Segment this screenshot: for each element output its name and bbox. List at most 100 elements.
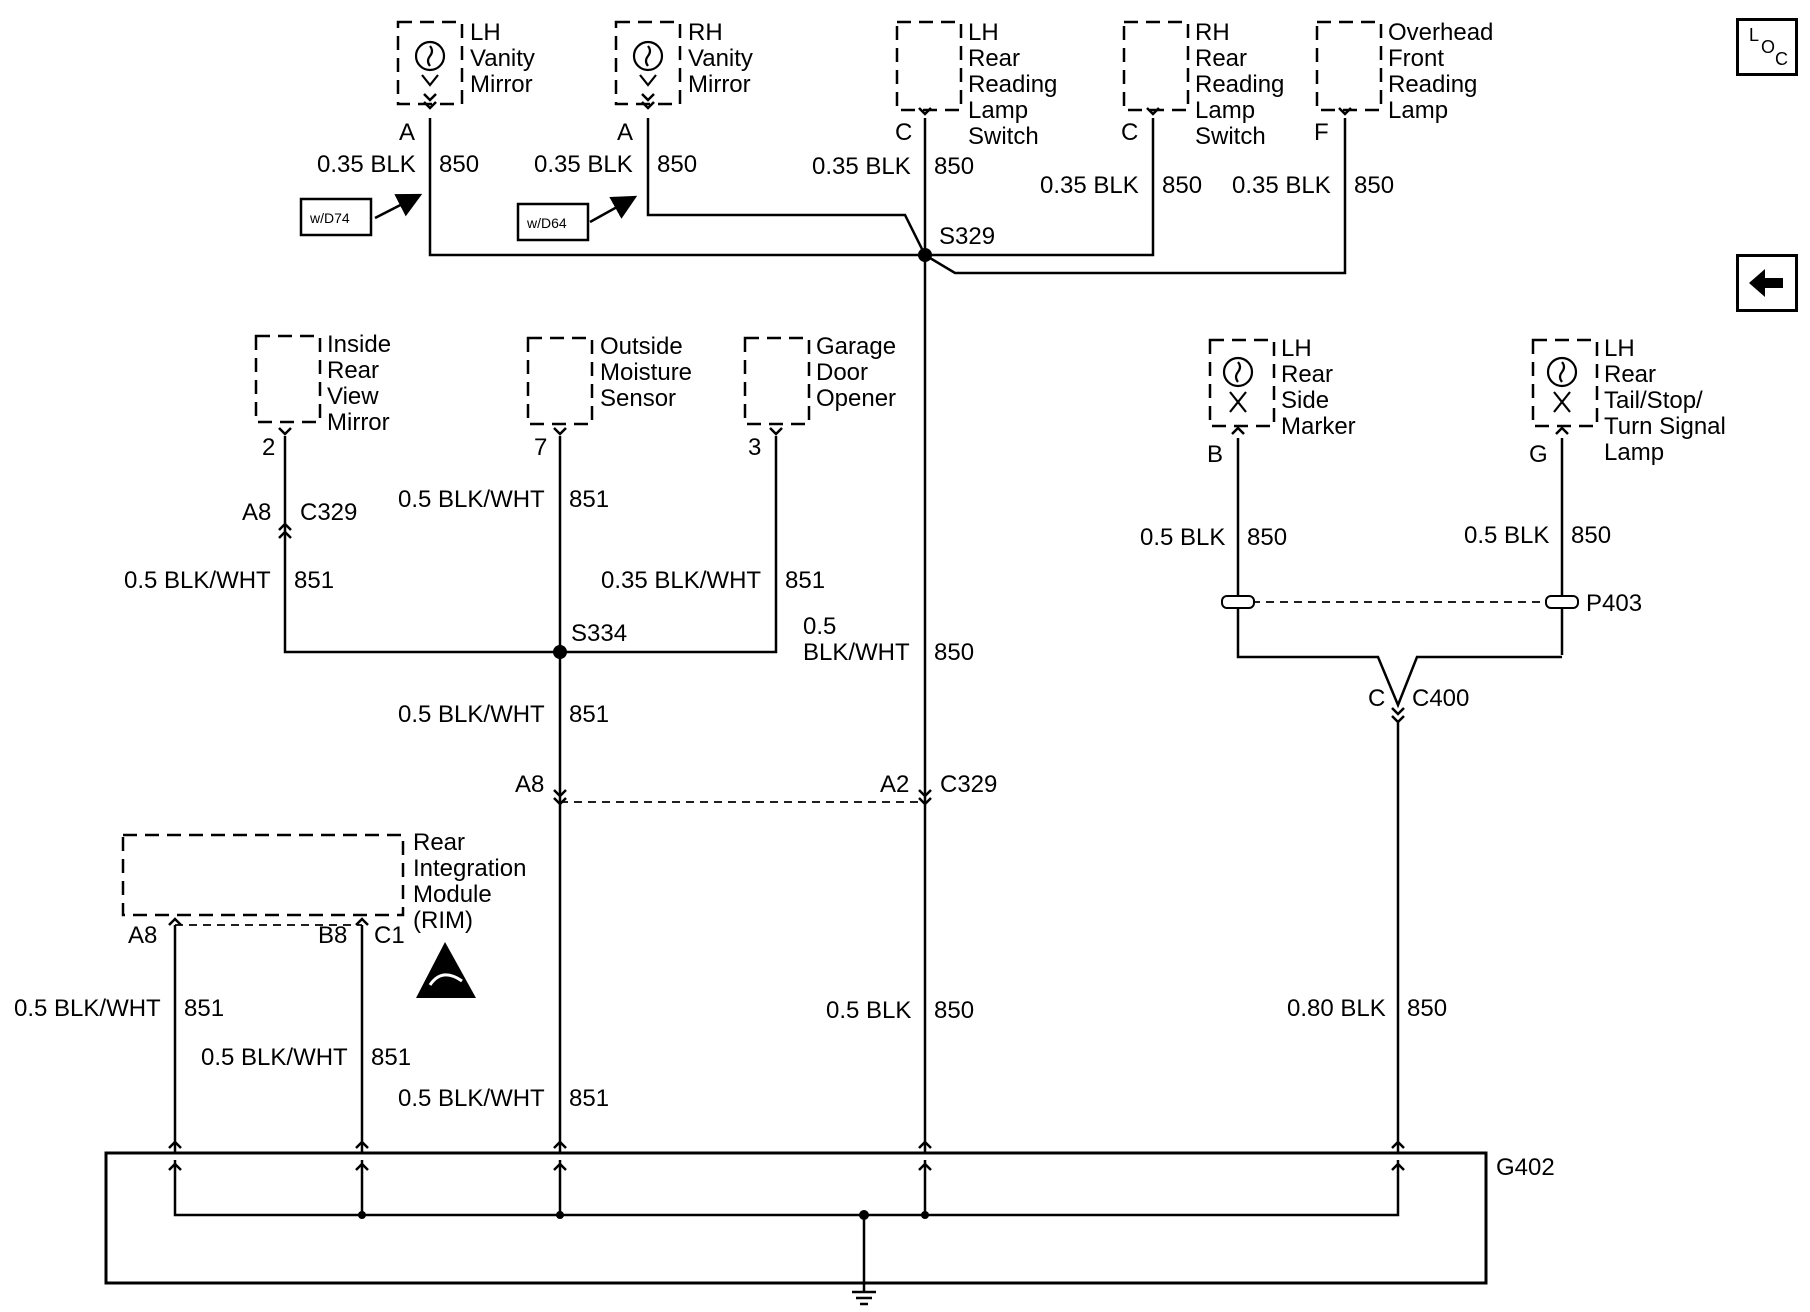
inside-mirror-l1: Inside xyxy=(327,331,391,358)
pin-c329-a8: A8 xyxy=(515,771,544,798)
garage-l3: Opener xyxy=(816,385,896,412)
esd-warning-icon xyxy=(416,942,476,998)
splice-s329 xyxy=(918,248,932,262)
connector-c329-top: C329 xyxy=(300,499,357,526)
wire-gauge-w17: 0.80 BLK xyxy=(1287,995,1386,1022)
wire-gauge-w9: 0.5 BLK/WHT xyxy=(398,701,545,728)
g402-box xyxy=(104,1151,1488,1285)
wire-gauge-w12: 0.5 BLK xyxy=(1464,522,1549,549)
wire-gauge-w1: 0.35 BLK xyxy=(317,151,416,178)
tail-lamp-l4: Turn Signal xyxy=(1604,413,1726,440)
wire-gauge-w15: 0.5 BLK/WHT xyxy=(398,1085,545,1112)
p403-connector-left xyxy=(1221,595,1255,609)
inside-mirror-l3: View xyxy=(327,383,379,410)
pin-mirror: 2 xyxy=(262,434,275,461)
pin-lh-vanity: A xyxy=(399,119,415,146)
pin-garage: 3 xyxy=(748,434,761,461)
tail-lamp-l5: Lamp xyxy=(1604,439,1664,466)
wire-circuit-w4: 850 xyxy=(1162,172,1202,199)
lh-rear-reading-lamp-switch-box xyxy=(895,20,963,112)
pin-tail-lamp: G xyxy=(1529,441,1548,468)
wire-rh-vanity xyxy=(646,118,927,256)
wire-circuit-w9: 851 xyxy=(569,701,609,728)
rim-box xyxy=(121,833,405,917)
wire-circuit-w12: 850 xyxy=(1571,522,1611,549)
pin-lh-reading: C xyxy=(895,119,912,146)
loc-letter-c: C xyxy=(1775,49,1788,69)
wire-overhead xyxy=(924,118,1347,275)
inside-rear-view-mirror-box xyxy=(254,334,322,424)
rim-l1: Rear xyxy=(413,829,465,856)
back-button[interactable] xyxy=(1736,254,1798,312)
side-marker-l1: LH xyxy=(1281,335,1312,362)
wire-circuit-w7: 851 xyxy=(569,486,609,513)
wire-mirror-851 xyxy=(283,436,560,654)
rh-rear-reading-lamp-switch-box xyxy=(1122,20,1190,112)
overhead-front-reading-lamp-box xyxy=(1315,20,1383,112)
wire-gauge-w10-l2: BLK/WHT xyxy=(803,639,910,666)
wire-circuit-w13: 851 xyxy=(184,995,224,1022)
splice-s334 xyxy=(553,645,567,659)
rim-l3: Module xyxy=(413,881,492,908)
wire-gauge-w3: 0.35 BLK xyxy=(812,153,911,180)
loc-letter-l: L xyxy=(1749,25,1760,45)
wire-circuit-w10: 850 xyxy=(934,639,974,666)
wire-circuit-w17: 850 xyxy=(1407,995,1447,1022)
wire-c400-merge xyxy=(1236,655,1562,709)
overhead-l1: Overhead xyxy=(1388,19,1493,46)
rh-reading-l3: Reading xyxy=(1195,71,1284,98)
lh-reading-l3: Reading xyxy=(968,71,1057,98)
overhead-l4: Lamp xyxy=(1388,97,1448,124)
wire-circuit-w8: 851 xyxy=(785,567,825,594)
wire-gauge-w13: 0.5 BLK/WHT xyxy=(14,995,161,1022)
lh-vanity-mirror-l3: Mirror xyxy=(470,71,533,98)
rim-l4: (RIM) xyxy=(413,907,473,934)
wire-circuit-w16: 850 xyxy=(934,997,974,1024)
side-marker-l3: Side xyxy=(1281,387,1329,414)
pin-c329-a2: A2 xyxy=(880,771,909,798)
connector-c400: C400 xyxy=(1412,685,1469,712)
inside-mirror-l4: Mirror xyxy=(327,409,390,436)
wire-circuit-w1: 850 xyxy=(439,151,479,178)
lh-reading-l1: LH xyxy=(968,19,999,46)
lamp-bulb-icon xyxy=(414,40,446,72)
wire-gauge-w10-l1: 0.5 xyxy=(803,613,836,640)
connector-c329-mid: C329 xyxy=(940,771,997,798)
option-box-d74 xyxy=(299,197,373,237)
lh-vanity-mirror-box xyxy=(396,20,464,106)
lh-rear-tail-lamp-box xyxy=(1531,338,1599,428)
pin-side-marker: B xyxy=(1207,441,1223,468)
overhead-l2: Front xyxy=(1388,45,1444,72)
wire-gauge-w8: 0.35 BLK/WHT xyxy=(601,567,761,594)
outside-moisture-sensor-box xyxy=(526,336,594,426)
wire-circuit-w5: 850 xyxy=(1354,172,1394,199)
wire-gauge-w7: 0.5 BLK/WHT xyxy=(398,486,545,513)
pin-rh-vanity: A xyxy=(617,119,633,146)
tail-lamp-l2: Rear xyxy=(1604,361,1656,388)
pin-overhead: F xyxy=(1314,119,1329,146)
connector-p403: P403 xyxy=(1586,590,1642,617)
wire-gauge-w5: 0.35 BLK xyxy=(1232,172,1331,199)
rh-reading-l4: Lamp xyxy=(1195,97,1255,124)
wire-circuit-w11: 850 xyxy=(1247,524,1287,551)
pin-moisture: 7 xyxy=(534,434,547,461)
wire-circuit-w14: 851 xyxy=(371,1044,411,1071)
wire-circuit-w3: 850 xyxy=(934,153,974,180)
wire-gauge-w11: 0.5 BLK xyxy=(1140,524,1225,551)
rh-vanity-mirror-box xyxy=(614,20,682,106)
rh-vanity-mirror-l3: Mirror xyxy=(688,71,751,98)
lh-reading-l2: Rear xyxy=(968,45,1020,72)
rh-reading-l5: Switch xyxy=(1195,123,1266,150)
rh-vanity-mirror-l1: RH xyxy=(688,19,723,46)
wire-circuit-w6: 851 xyxy=(294,567,334,594)
location-button[interactable]: L O C xyxy=(1736,18,1798,76)
tail-lamp-l3: Tail/Stop/ xyxy=(1604,387,1703,414)
wire-rh-reading xyxy=(925,118,1155,257)
pin-rh-reading: C xyxy=(1121,119,1138,146)
splice-s329-label: S329 xyxy=(939,223,995,250)
option-rh-vanity: w/D64 xyxy=(526,215,567,231)
garage-door-opener-box xyxy=(743,336,811,426)
pin-rim-b8: B8 xyxy=(318,922,347,949)
lamp-bulb-icon xyxy=(632,40,664,72)
